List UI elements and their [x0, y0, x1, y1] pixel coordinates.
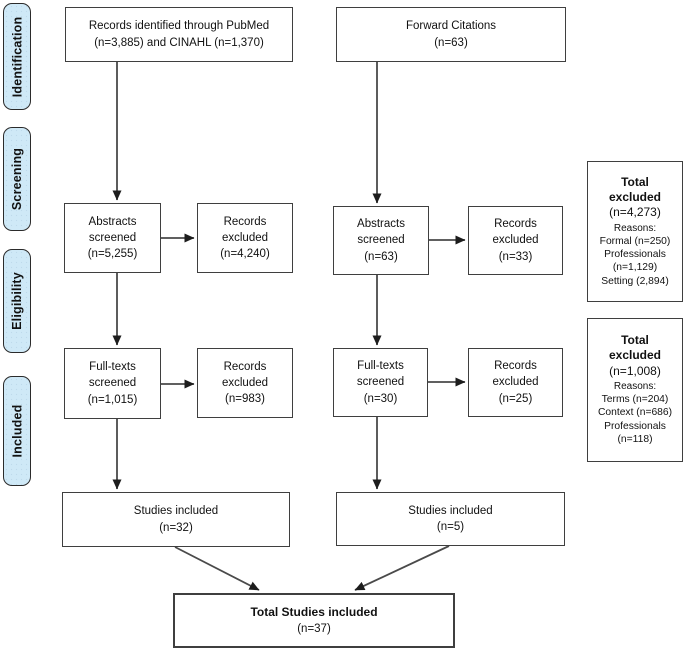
box-line: screened: [88, 377, 137, 390]
box-records-excluded-fulltexts-forward: Records excluded (n=25): [468, 348, 563, 417]
stage-label-text: Eligibility: [10, 272, 25, 330]
reason-item: Formal (n=250): [599, 235, 671, 247]
box-line: excluded: [492, 376, 539, 389]
box-line: (n=5,255): [87, 248, 138, 261]
arrow-studies-left-to-total: [174, 546, 260, 591]
box-line: (n=63): [434, 36, 468, 49]
box-line: excluded: [221, 376, 269, 389]
box-fulltexts-screened-pubmed: Full-texts screened (n=1,015): [64, 348, 161, 419]
box-line: Records identified through PubMed: [88, 20, 270, 33]
box-line: (n=983): [225, 393, 265, 406]
box-line: Records: [223, 360, 267, 373]
box-forward-citations: Forward Citations (n=63): [336, 7, 566, 62]
stage-label-text: Identification: [10, 16, 25, 97]
total-excluded-title: excluded: [608, 189, 662, 204]
box-line: (n=63): [364, 250, 398, 263]
stage-label-screening: Screening: [3, 127, 31, 231]
stage-label-included: Included: [3, 376, 31, 486]
reason-item: Professionals (n=1,129): [604, 248, 666, 274]
arrow-studies-right-to-total: [354, 545, 450, 591]
reasons-label: Reasons:: [613, 381, 657, 393]
box-line: (n=1,015): [87, 393, 138, 406]
box-records-excluded-fulltexts-pubmed: Records excluded (n=983): [197, 348, 293, 418]
total-studies-title: Total Studies included: [250, 604, 378, 619]
reason-item: Context (n=686): [597, 407, 673, 419]
box-line: excluded: [221, 231, 269, 244]
box-line: (n=32): [159, 521, 193, 534]
box-line: Forward Citations: [405, 20, 497, 33]
box-line: (n=4,240): [220, 248, 270, 261]
total-excluded-count: (n=1,008): [609, 363, 661, 378]
box-total-excluded-eligibility: Total excluded (n=1,008) Reasons: Terms …: [587, 318, 683, 462]
stage-label-text: Screening: [10, 147, 24, 211]
box-line: Full-texts: [357, 360, 404, 372]
box-line: (n=25): [498, 392, 533, 405]
box-records-identified: Records identified through PubMed (n=3,8…: [65, 7, 293, 62]
box-line: (n=33): [498, 250, 533, 263]
box-line: Studies included: [133, 505, 219, 518]
box-line: (n=30): [363, 392, 398, 405]
box-line: screened: [88, 231, 137, 244]
total-excluded-title: Total: [621, 333, 649, 348]
stage-label-eligibility: Eligibility: [3, 249, 31, 353]
stage-label-text: Included: [10, 404, 24, 458]
reason-item: Setting (2,894): [601, 275, 669, 287]
box-fulltexts-screened-forward: Full-texts screened (n=30): [333, 348, 428, 417]
box-line: screened: [356, 376, 405, 389]
stage-label-identification: Identification: [3, 3, 31, 110]
reason-item: Professionals (n=118): [604, 420, 666, 446]
box-studies-included-forward: Studies included (n=5): [336, 492, 565, 546]
box-line: Abstracts: [88, 215, 137, 228]
box-studies-included-pubmed: Studies included (n=32): [62, 492, 290, 547]
box-line: screened: [357, 234, 405, 247]
box-line: excluded: [492, 234, 539, 247]
box-line: Studies included: [408, 504, 493, 517]
box-records-excluded-abstracts-forward: Records excluded (n=33): [468, 206, 563, 275]
box-abstracts-screened-forward: Abstracts screened (n=63): [333, 206, 429, 275]
box-line: Abstracts: [357, 218, 405, 230]
reasons-label: Reasons:: [613, 222, 657, 234]
total-studies-count: (n=37): [297, 622, 331, 635]
box-line: Records: [223, 215, 267, 228]
box-total-studies-included: Total Studies included (n=37): [173, 593, 455, 648]
total-excluded-count: (n=4,273): [609, 205, 661, 220]
box-line: Records: [494, 360, 537, 372]
box-abstracts-screened-pubmed: Abstracts screened (n=5,255): [64, 203, 161, 273]
box-line: Full-texts: [89, 361, 136, 373]
box-records-excluded-abstracts-pubmed: Records excluded (n=4,240): [197, 203, 293, 273]
total-excluded-title: Total: [621, 174, 649, 189]
box-line: Records: [494, 218, 537, 230]
box-line: (n=5): [436, 521, 465, 533]
box-line: (n=3,885) and CINAHL (n=1,370): [94, 36, 264, 49]
total-excluded-title: excluded: [608, 348, 662, 363]
reason-item: Terms (n=204): [601, 394, 669, 406]
box-total-excluded-screening: Total excluded (n=4,273) Reasons: Formal…: [587, 161, 683, 302]
